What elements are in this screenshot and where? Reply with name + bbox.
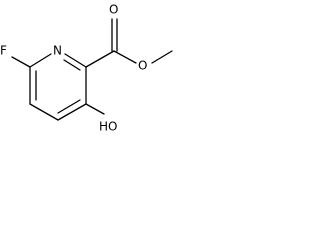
bond-c3-c4 — [57, 103, 87, 121]
atom-hydroxyl-label: HO — [99, 120, 117, 134]
atom-fluorine-label: F — [0, 44, 7, 58]
bond-c6-f — [11, 56, 31, 68]
bond-n1-c2-inner — [63, 59, 81, 71]
atom-carbonyl-oxygen-label: O — [109, 3, 118, 17]
bond-c3-c4-inner — [57, 99, 81, 114]
atom-ester-oxygen-label: O — [138, 59, 147, 73]
bond-c2-carbonyl — [85, 50, 115, 68]
bond-n1-c2 — [64, 53, 87, 68]
bond-carbonyl-ester-o — [113, 50, 137, 64]
bond-ester-o-methyl — [151, 50, 173, 64]
bond-c6-n1 — [29, 53, 52, 68]
bond-c3-hydroxyl — [85, 103, 105, 115]
bond-c4-c5 — [29, 103, 59, 121]
molecule-structure: F N O O HO — [0, 3, 173, 134]
atom-nitrogen-label: N — [53, 44, 62, 58]
